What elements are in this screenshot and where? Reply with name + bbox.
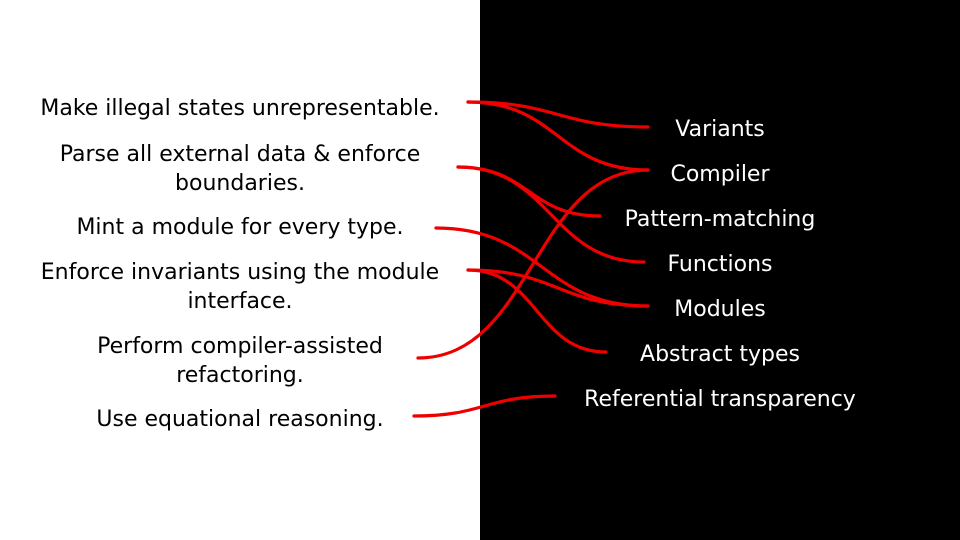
connector-abstract-types-6	[466, 268, 608, 354]
connector-compiler-1	[466, 100, 650, 172]
left-panel	[0, 0, 480, 540]
concept-abstract-types: Abstract types	[640, 342, 800, 367]
connector-compiler-7	[416, 168, 650, 360]
concept-functions: Functions	[667, 252, 773, 277]
practice-parse-external-data: Parse all external data & enforce bounda…	[59, 142, 421, 196]
concept-modules: Modules	[674, 297, 766, 322]
practice-illegal-states: Make illegal states unrepresentable.	[40, 96, 440, 121]
connector-modules-5	[466, 268, 650, 308]
connector-variants-0	[466, 100, 650, 129]
practice-mint-module: Mint a module for every type.	[76, 215, 404, 240]
practice-compiler-refactoring: Perform compiler-assisted refactoring.	[97, 334, 383, 388]
practice-equational-reasoning: Use equational reasoning.	[96, 407, 384, 432]
concept-compiler: Compiler	[670, 162, 770, 187]
connector-referential-transparency-8	[412, 394, 557, 418]
concept-pattern-matching: Pattern-matching	[624, 207, 816, 232]
concept-variants: Variants	[675, 117, 765, 142]
connector-modules-4	[434, 226, 650, 308]
right-panel	[480, 0, 960, 540]
connector-functions-3	[456, 165, 646, 264]
concept-referential-transparency: Referential transparency	[584, 387, 856, 412]
practice-enforce-invariants: Enforce invariants using the module inte…	[40, 260, 440, 314]
